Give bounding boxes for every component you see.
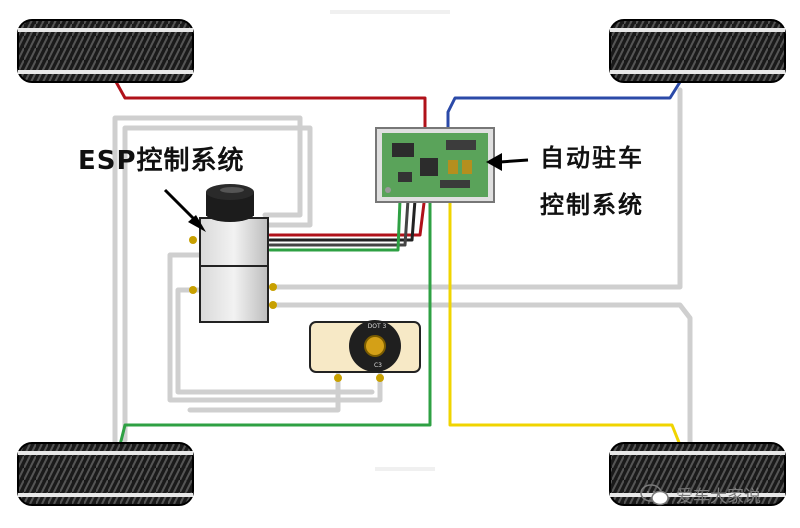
wire-blue <box>448 82 680 130</box>
epb-label-line2: 控制系统 <box>540 185 644 220</box>
tire-rear-left <box>18 443 193 505</box>
reservoir-top-mark: DOT 3 <box>368 323 387 330</box>
watermark-text: 爱车大家说 <box>676 482 761 507</box>
epb-label-line1: 自动驻车 <box>540 138 644 173</box>
wire-yellow <box>450 200 680 445</box>
faint-mark-top <box>330 10 450 14</box>
reservoir-bottom-mark: C3 <box>374 362 382 369</box>
tire-front-right <box>610 20 785 82</box>
epb-control-module <box>376 128 494 202</box>
brake-fluid-reservoir: DOT 3 C3 <box>310 320 420 382</box>
tire-front-left <box>18 20 193 82</box>
esp-unit <box>189 184 277 322</box>
esp-control-system-label: ESP控制系统 <box>78 140 245 177</box>
epb-pointer-arrow <box>500 160 528 162</box>
wechat-logo-icon <box>640 484 670 506</box>
faint-mark-bottom <box>375 467 435 471</box>
watermark: 爱车大家说 <box>640 482 761 507</box>
